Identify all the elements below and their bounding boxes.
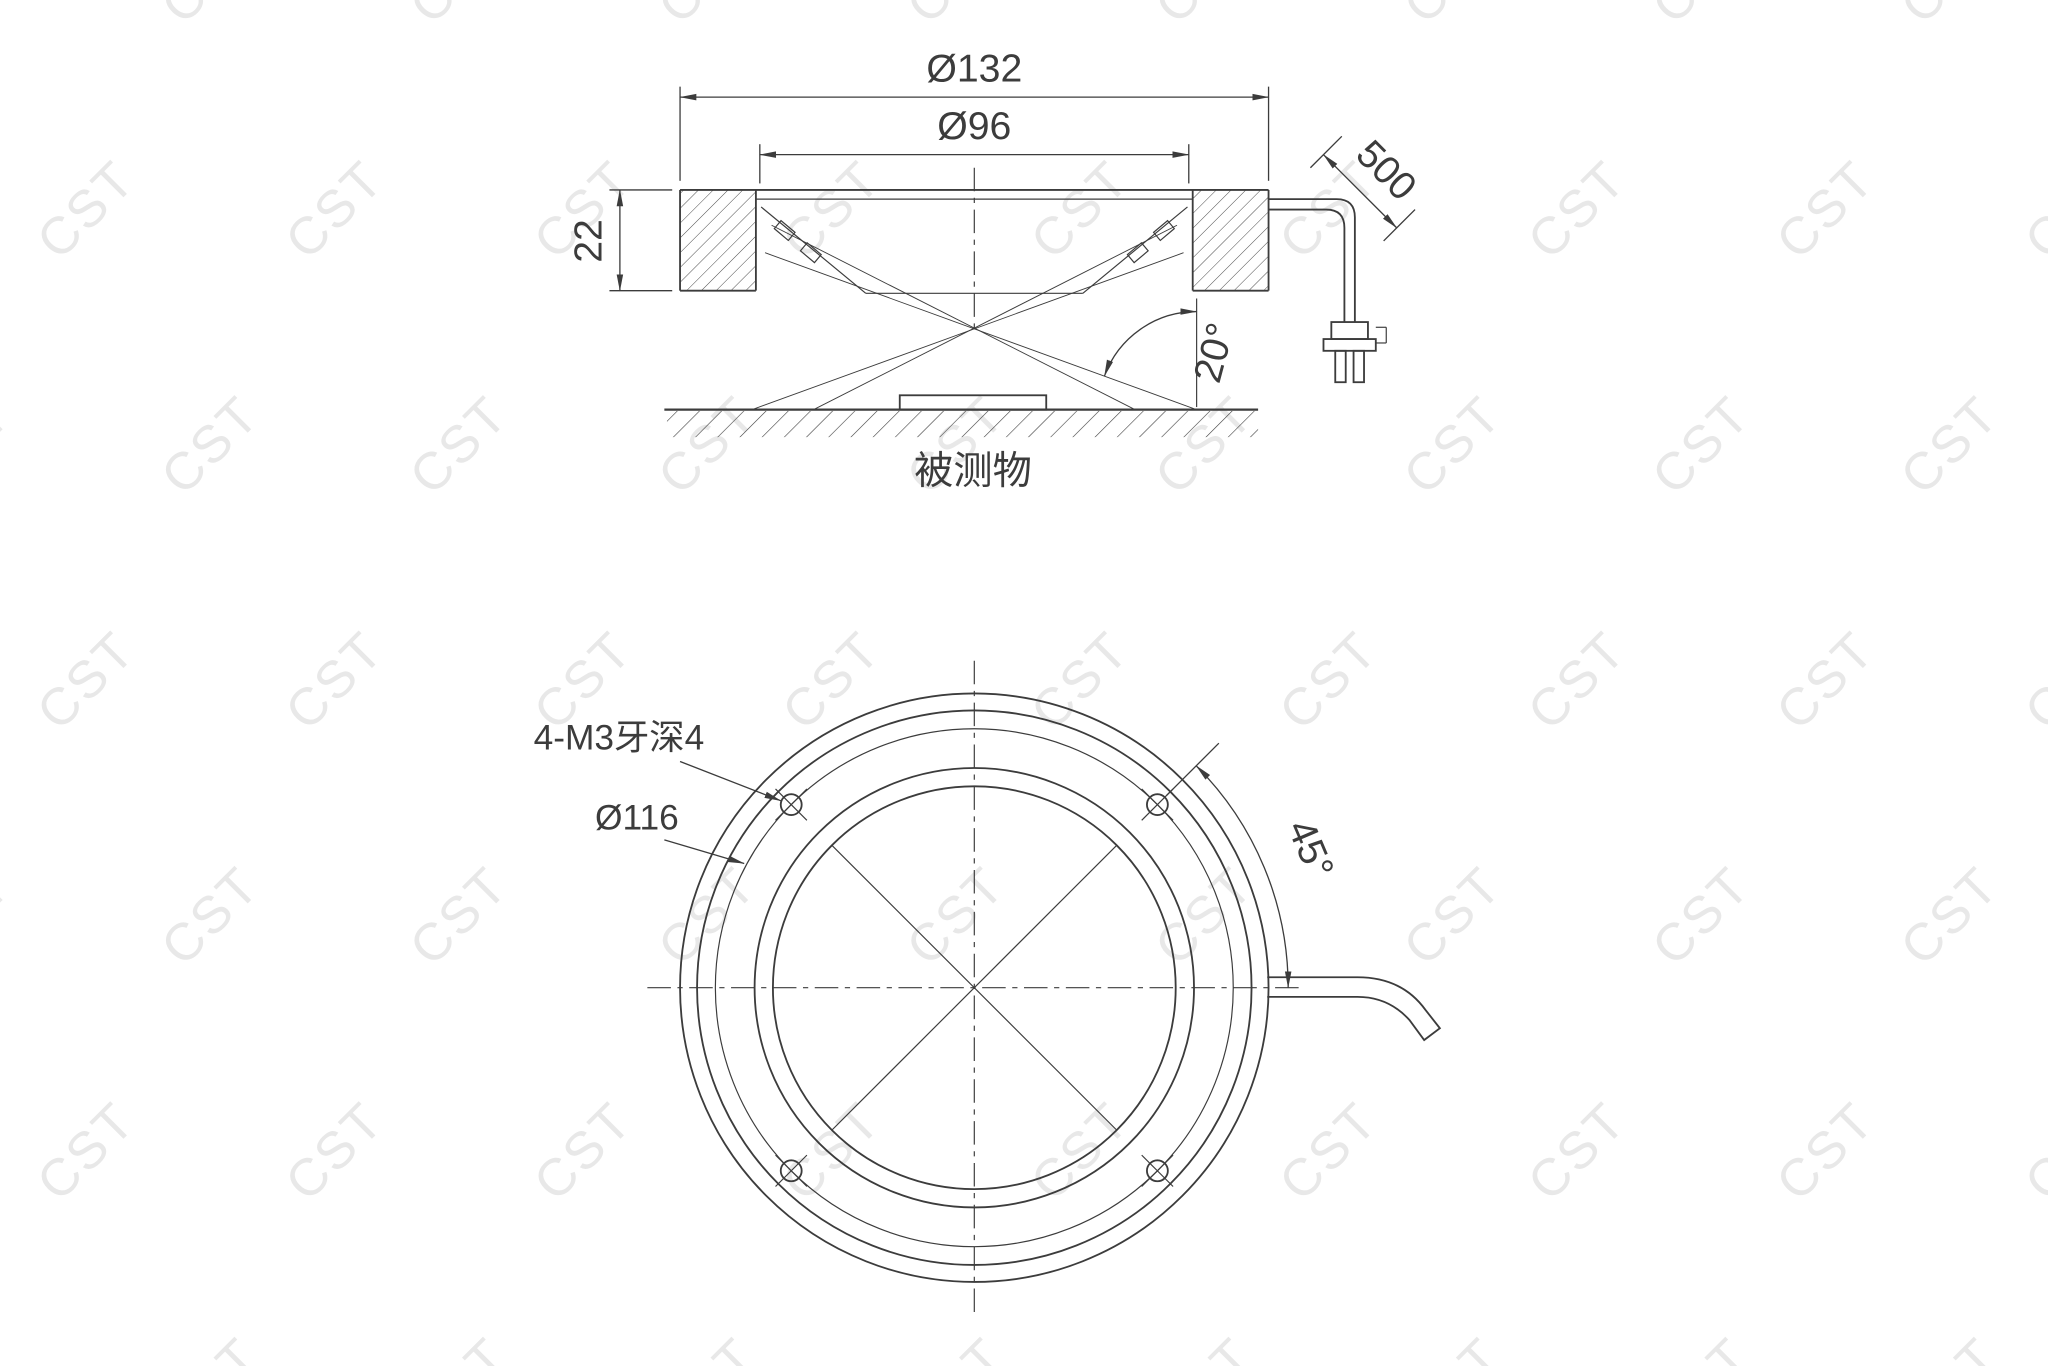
watermark-text: CST	[896, 1327, 1017, 1366]
light-rays	[751, 224, 1197, 411]
watermark-text: CST	[1393, 856, 1514, 977]
measured-object-label: 被测物	[914, 449, 1032, 493]
side-view: Ø132 Ø96 22 500 20°	[567, 46, 1425, 493]
watermark-text: CST	[896, 0, 1017, 35]
aperture-outer-circle	[753, 767, 1195, 1209]
watermark-text: CST	[399, 385, 520, 506]
watermark-text: CST	[648, 856, 769, 977]
dim-inner-diameter-text: Ø96	[937, 104, 1011, 148]
watermark-text: CST	[772, 621, 893, 742]
ground-hatch	[666, 410, 1259, 438]
mounting-hole	[775, 788, 808, 821]
watermark-text: CST	[151, 856, 272, 977]
watermark-text: CST	[1020, 621, 1141, 742]
watermark-text: CST	[1890, 0, 2011, 35]
hatched-body-right	[1192, 189, 1269, 291]
cable-connector	[1322, 321, 1387, 384]
watermark-text: CST	[772, 150, 893, 271]
watermark-text: CST	[1393, 385, 1514, 506]
bolt-circle-leader	[664, 839, 745, 865]
diagonal-lines	[831, 844, 1118, 1131]
watermark-text: CST	[151, 1327, 272, 1366]
led-icon	[773, 219, 796, 242]
watermark-text: CST	[1517, 150, 1638, 271]
watermark-text: CST	[1269, 1091, 1390, 1212]
watermark-text: CST	[1144, 385, 1265, 506]
hole-spec-leader	[679, 760, 782, 802]
dim-emit-angle-text: 20°	[1185, 318, 1243, 387]
dim-inner-diameter: Ø96	[759, 104, 1190, 184]
ground: 被测物	[664, 394, 1259, 493]
watermark-text: CST	[1517, 621, 1638, 742]
watermark-text: CST	[0, 385, 23, 506]
led-icon	[799, 242, 823, 264]
watermark-text: CST	[523, 1091, 644, 1212]
watermark-text: CST	[0, 1327, 23, 1366]
watermark-text: CST	[1020, 150, 1141, 271]
watermark-text: CST	[399, 1327, 520, 1366]
dim-outer-diameter: Ø132	[679, 46, 1270, 181]
aperture-inner-circle	[771, 785, 1177, 1191]
mounting-hole	[1141, 1154, 1174, 1187]
watermark-text: CST	[275, 1091, 396, 1212]
watermark-text: CST	[1890, 1327, 2011, 1366]
watermark-text: CST	[2014, 621, 2048, 742]
dim-hole-angle-text: 45°	[1279, 813, 1343, 885]
watermark-text: CST	[1766, 150, 1887, 271]
hole-spec-text: 4-M3牙深4	[534, 719, 705, 758]
led-icon	[1126, 242, 1149, 264]
watermark-text: CST	[1641, 385, 1762, 506]
dim-height-text: 22	[567, 219, 611, 263]
watermark-text: CST	[1766, 1091, 1887, 1212]
watermark-text: CST	[648, 385, 769, 506]
watermark-text: CST	[896, 856, 1017, 977]
watermark-text: CST	[1393, 0, 1514, 35]
measured-object	[898, 394, 1048, 411]
watermark-text: CST	[1269, 621, 1390, 742]
watermark-text: CST	[0, 856, 23, 977]
watermark-text: CST	[26, 621, 147, 742]
dim-height: 22	[567, 189, 673, 292]
watermark-text: CST	[26, 1091, 147, 1212]
watermark-text: CST	[1641, 856, 1762, 977]
bolt-circle-text: Ø116	[595, 798, 679, 837]
watermark-text: CST	[275, 621, 396, 742]
watermark-text: CST	[151, 385, 272, 506]
cable-plan	[1267, 976, 1442, 1042]
dim-bolt-circle: Ø116	[595, 798, 745, 865]
watermark-text: CST	[1144, 1327, 1265, 1366]
watermark-text: CST	[648, 1327, 769, 1366]
watermark-text: CST	[399, 856, 520, 977]
watermark-text: CST	[26, 150, 147, 271]
led-icon	[1152, 219, 1176, 242]
watermark-text: CST	[1144, 0, 1265, 35]
mounting-hole	[775, 1154, 808, 1187]
watermark-text: CST	[648, 0, 769, 35]
led-symbols	[773, 219, 1176, 264]
watermark-text: CST	[1641, 1327, 1762, 1366]
label-hole-spec: 4-M3牙深4	[534, 719, 782, 802]
watermark-text: CST	[1766, 621, 1887, 742]
ring-cross-section	[679, 189, 1270, 294]
plan-view: 45° 4-M3牙深4 Ø116	[534, 660, 1442, 1315]
watermark-text: CST	[1890, 856, 2011, 977]
watermark-text: CST	[0, 0, 23, 35]
watermark-text: CST	[1020, 1091, 1141, 1212]
dim-outer-diameter-text: Ø132	[926, 46, 1022, 90]
watermark-text: CST	[399, 0, 520, 35]
watermark-text: CST	[151, 0, 272, 35]
watermark-text: CST	[1890, 385, 2011, 506]
watermark-text: CST	[1517, 1091, 1638, 1212]
watermark-text: CST	[1641, 0, 1762, 35]
watermark-text: CST	[2014, 150, 2048, 271]
watermark-text: CST	[1393, 1327, 1514, 1366]
watermark-text: CST	[2014, 1091, 2048, 1212]
hatched-body-left	[680, 189, 756, 291]
watermark-text: CST	[275, 150, 396, 271]
